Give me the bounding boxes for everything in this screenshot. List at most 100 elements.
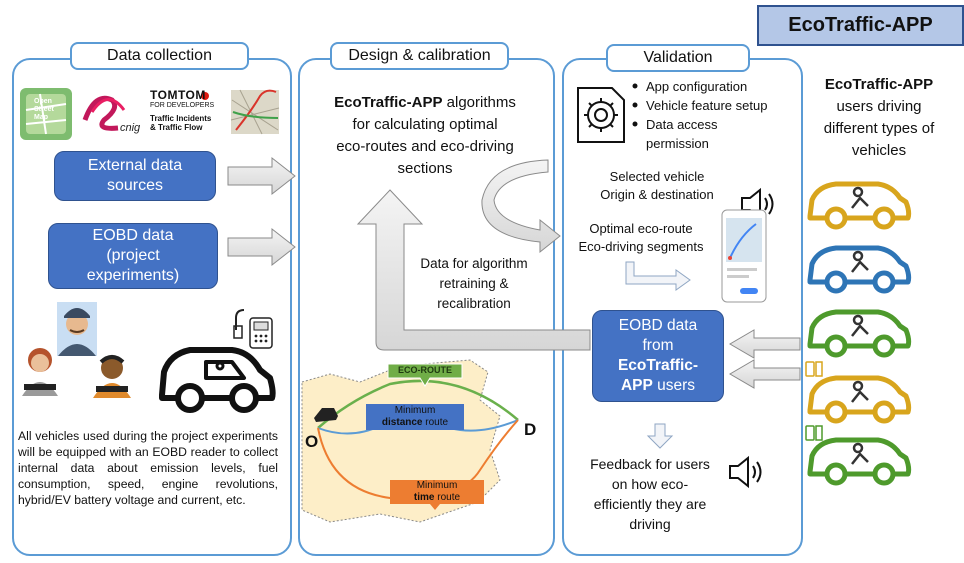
users-line-2: users driving (836, 98, 922, 115)
bullet-vehicle-setup: Vehicle feature setup (646, 98, 768, 113)
green-car-icon-2 (807, 437, 912, 486)
osm-word-2: Street (34, 106, 54, 113)
eobd-description-text: All vehicles used during the project exp… (18, 429, 278, 507)
eobd-users-box: EOBD data from EcoTraffic- APP users (592, 310, 724, 402)
eobd-project-line-1: EOBD data (92, 227, 174, 244)
min-time-callout (390, 480, 484, 510)
external-data-sources-box: External data sources (54, 151, 216, 201)
eobd-project-box: EOBD data (project experiments) (48, 223, 218, 289)
cnig-logo-text: cnig (120, 122, 141, 134)
car-with-driver-icon (159, 347, 276, 413)
route-map (301, 359, 519, 523)
tomtom-traffic-text: Traffic Incidents & Traffic Flow (150, 114, 211, 132)
retraining-line-3: recalibration (437, 296, 511, 311)
feedback-line-3: efficiently they are (593, 496, 707, 512)
feedback-speaker-icon (729, 455, 762, 489)
osm-logo-text: Open Street Map (34, 98, 64, 122)
retraining-line-2: retraining & (439, 276, 509, 291)
tomtom-traffic-line-1: Traffic Incidents (150, 114, 212, 123)
optimal-to-phone-arrow (625, 261, 691, 291)
min-distance-rest: route (422, 417, 449, 428)
eobd-users-word: users (652, 377, 696, 394)
origin-label: O (305, 432, 319, 451)
external-line-1: External data (87, 157, 183, 174)
eobd-users-line-1: EOBD data (618, 317, 698, 334)
driver-man-icon (93, 355, 131, 398)
users-line-3: different types of (823, 120, 935, 137)
optimal-line-1: Optimal eco-route (589, 221, 693, 236)
osm-word-1: Open (34, 98, 52, 105)
smartphone-map-icon (721, 209, 767, 303)
driver-man-cap-icon (57, 302, 97, 356)
tomtom-developers-text: FOR DEVELOPERS (150, 102, 215, 109)
feedback-line-2: on how eco- (611, 476, 689, 492)
users-app-name: EcoTraffic-APP (824, 76, 934, 93)
car-eobd-reader-icons (805, 361, 823, 377)
bullet-permission: permission (646, 136, 709, 151)
blue-car-icon (807, 245, 912, 294)
algorithms-line-2: for calculating optimal (352, 116, 498, 133)
feedback-text: Feedback for users on how eco- efficient… (580, 454, 720, 534)
min-distance-bold: distance (381, 417, 423, 428)
validation-title: Validation (606, 44, 750, 72)
car-drivers (851, 186, 869, 465)
external-line-2: sources (106, 177, 164, 194)
bullet-app-config: App configuration (646, 79, 748, 94)
optimal-line-2: Eco-driving segments (578, 239, 704, 254)
yellow-car-icon (807, 181, 912, 230)
min-time-label: Minimum time route (390, 480, 484, 504)
arrow-external-to-design (227, 156, 296, 196)
eco-route-label: ECO-ROUTE (398, 365, 452, 375)
settings-document-icon (577, 87, 625, 143)
eco-route-callout (387, 363, 463, 387)
feedback-line-1: Feedback for users (590, 456, 710, 472)
feedback-line-4: driving (629, 516, 671, 532)
tomtom-dot-icon (201, 92, 209, 100)
arrow-eobd-to-feedback (646, 423, 674, 449)
destination-label: D (524, 420, 537, 439)
osm-word-3: Map (34, 114, 48, 121)
optimal-route-text: Optimal eco-route Eco-driving segments (566, 220, 716, 256)
selected-vehicle-text: Selected vehicle Origin & destination (582, 168, 732, 204)
driver-woman-icon (22, 348, 58, 396)
design-calibration-title: Design & calibration (330, 42, 509, 70)
min-distance-label: Minimum distance route (366, 405, 464, 429)
openstreetmap-logo (20, 88, 72, 140)
selected-line-2: Origin & destination (600, 187, 714, 202)
tomtom-traffic-line-2: & Traffic Flow (150, 123, 203, 132)
min-time-rest: route (434, 492, 461, 503)
min-distance-callout (366, 404, 464, 430)
eobd-users-line-3: EcoTraffic- (617, 357, 699, 374)
algorithms-line-4: sections (397, 160, 453, 177)
selected-line-1: Selected vehicle (609, 169, 705, 184)
validation-bullets: App configuration Vehicle feature setup … (646, 77, 767, 153)
car-eobd-reader-icons-green (805, 425, 823, 441)
min-time-bold: time (413, 492, 435, 503)
retraining-line-1: Data for algorithm (420, 256, 528, 271)
min-distance-line-1: Minimum (394, 405, 436, 416)
users-line-4: vehicles (851, 142, 907, 159)
algorithms-line-3: eco-routes and eco-driving (336, 138, 514, 155)
arrow-users-to-eobd-2 (729, 359, 801, 389)
app-title: EcoTraffic-APP (757, 5, 964, 46)
users-text: EcoTraffic-APP users driving different t… (804, 74, 954, 162)
min-time-line-1: Minimum (416, 480, 458, 491)
yellow-car-icon-2 (807, 375, 912, 424)
traffic-map-thumbnail (230, 89, 280, 135)
bullet-data-access: Data access (646, 117, 718, 132)
retraining-text: Data for algorithm retraining & recalibr… (404, 254, 544, 314)
tomtom-logo-text: TOMTOM (150, 88, 206, 102)
arrow-users-to-eobd-1 (729, 329, 801, 359)
algorithms-word: algorithms (442, 94, 516, 111)
eobd-project-line-2: (project (106, 247, 160, 264)
data-collection-title: Data collection (70, 42, 249, 70)
retraining-feedback-arrow (356, 189, 591, 351)
curved-arrow-design-to-validation (481, 159, 561, 254)
eobd-users-line-2: from (642, 337, 674, 354)
algorithms-app-name: EcoTraffic-APP (334, 94, 443, 111)
green-car-icon-1 (807, 309, 912, 358)
eobd-reader-icon (233, 309, 273, 349)
eco-route-line (317, 379, 519, 429)
cnig-logo (82, 95, 126, 131)
